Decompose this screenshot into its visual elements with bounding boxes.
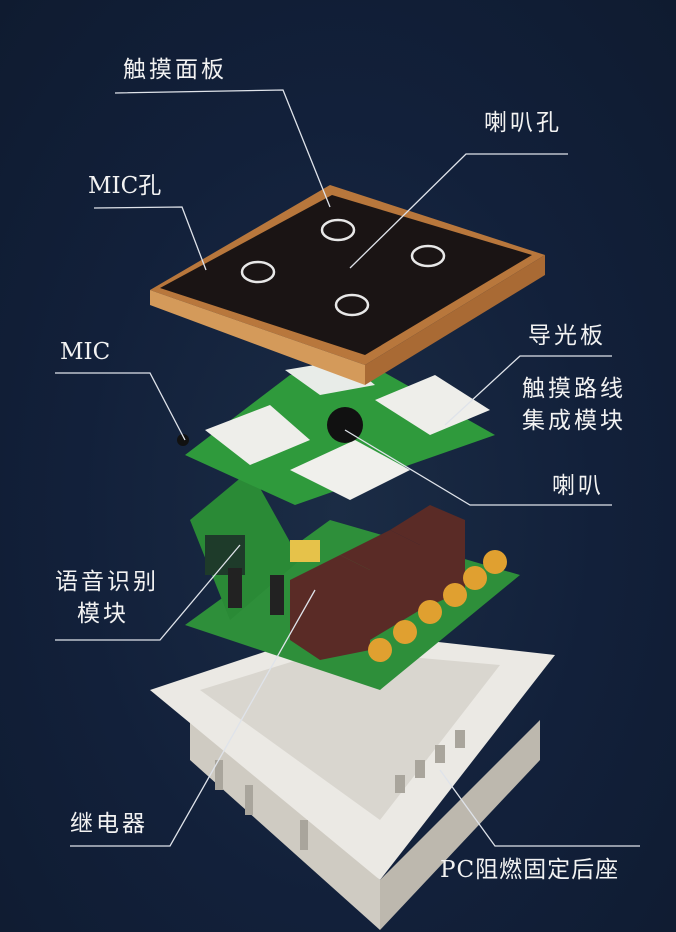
touch-panel — [150, 185, 545, 385]
label-light-guide: 导光板 — [528, 323, 606, 349]
label-touch-panel: 触摸面板 — [123, 57, 227, 83]
label-relay: 继电器 — [70, 811, 148, 837]
power-icon — [240, 218, 446, 317]
relay — [290, 505, 465, 660]
label-mic-hole: MIC孔 — [88, 173, 162, 199]
label-voice-module-line1: 语音识别 — [55, 569, 159, 595]
label-mic: MIC — [60, 339, 111, 365]
label-base: PC阻燃固定后座 — [440, 857, 620, 883]
label-speaker: 喇叭 — [552, 473, 604, 499]
label-speaker-hole: 喇叭孔 — [484, 110, 562, 136]
pc-base — [150, 630, 555, 930]
label-touch-module-line2: 集成模块 — [522, 408, 626, 434]
label-voice-module: 语音识别 模块 — [55, 568, 159, 628]
label-touch-module-line1: 触摸路线 — [522, 376, 626, 402]
leader-lines — [55, 89, 640, 847]
touch-module-pcb — [177, 360, 495, 505]
relay-board — [185, 470, 520, 690]
label-voice-module-line2: 模块 — [77, 601, 129, 627]
label-touch-module: 触摸路线 集成模块 — [522, 375, 626, 435]
terminals — [368, 550, 507, 662]
